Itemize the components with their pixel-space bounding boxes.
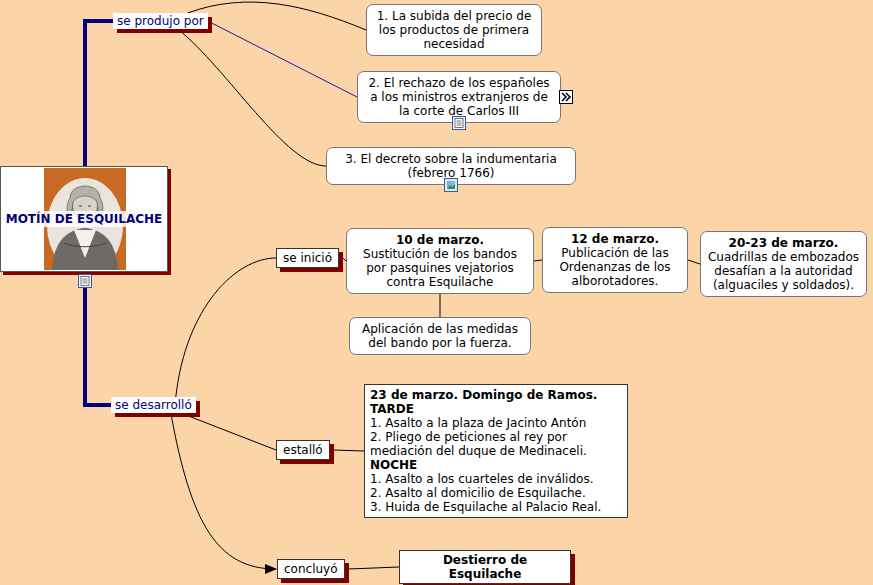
node-text: Aplicación de las medidas del bando por … (356, 322, 524, 350)
node-text: 2. Pliego de peticiones al rey por media… (370, 430, 622, 458)
node-text: TARDE (370, 402, 622, 416)
connector (688, 260, 700, 264)
connector (534, 260, 542, 261)
connector (85, 21, 113, 166)
concept-box: 12 de marzo.Publicación de las Ordenanza… (542, 227, 688, 293)
connector (176, 258, 276, 397)
concept-box: Destierro de Esquilache (399, 550, 571, 584)
node-text: 1. Asalto a la plaza de Jacinto Antón (370, 416, 622, 430)
node-text: se produjo por (117, 14, 204, 28)
node-text: estalló (283, 443, 323, 457)
node-text: 2. El rechazo de los españoles a los min… (364, 76, 554, 118)
node-text: 23 de marzo. Domingo de Ramos. (370, 388, 622, 402)
node-text: 20-23 de marzo. (707, 236, 860, 250)
note-icon (452, 116, 466, 130)
node-text: Publicación de las Ordenanzas de los alb… (549, 246, 681, 288)
linking-phrase: se inició (276, 248, 339, 268)
node-text: NOCHE (370, 458, 622, 472)
connector (334, 450, 364, 451)
node-text: 1. Asalto a los cuarteles de inválidos. (370, 472, 622, 486)
connector (188, 2, 366, 30)
node-text: 2. Asalto al domicilio de Esquilache. (370, 486, 622, 500)
node-text: Sustitución de los bandos por pasquines … (353, 247, 527, 289)
node-text: concluyó (284, 562, 338, 576)
next-icon (559, 90, 573, 104)
connector (85, 288, 111, 405)
note-icon (78, 274, 92, 288)
linking-phrase: se produjo por (113, 13, 208, 29)
concept-box: 23 de marzo. Domingo de Ramos.TARDE1. As… (364, 384, 628, 518)
linking-phrase: se desarrolló (111, 397, 196, 413)
connector (178, 29, 326, 166)
connector (440, 294, 441, 317)
node-text: 3. Huida de Esquilache al Palacio Real. (370, 500, 622, 514)
node-text: 12 de marzo. (549, 232, 681, 246)
node-text: 10 de marzo. (353, 233, 527, 247)
concept-box: 2. El rechazo de los españoles a los min… (357, 71, 561, 123)
connector (208, 21, 357, 97)
concept-box: 20-23 de marzo.Cuadrillas de embozados d… (700, 231, 867, 297)
concept-box: 1. La subida del precio de los productos… (366, 4, 542, 56)
linking-phrase: concluyó (277, 559, 345, 579)
connector (349, 567, 400, 569)
node-text: se inició (283, 251, 332, 265)
connector (181, 413, 276, 450)
node-text: Cuadrillas de embozados desafían a la au… (707, 250, 860, 292)
connector (171, 413, 276, 569)
node-text: Destierro de Esquilache (405, 553, 565, 581)
image-icon (444, 178, 458, 192)
concept-box: Aplicación de las medidas del bando por … (349, 317, 531, 355)
linking-phrase: estalló (276, 440, 330, 460)
node-text: 3. El decreto sobre la indumentaria (feb… (333, 152, 569, 180)
concept-box: 10 de marzo.Sustitución de los bandos po… (346, 228, 534, 294)
main-concept: MOTÍN DE ESQUILACHE (0, 166, 168, 272)
node-text: se desarrolló (115, 398, 192, 412)
node-text: MOTÍN DE ESQUILACHE (4, 211, 165, 227)
node-text: 1. La subida del precio de los productos… (373, 9, 535, 51)
